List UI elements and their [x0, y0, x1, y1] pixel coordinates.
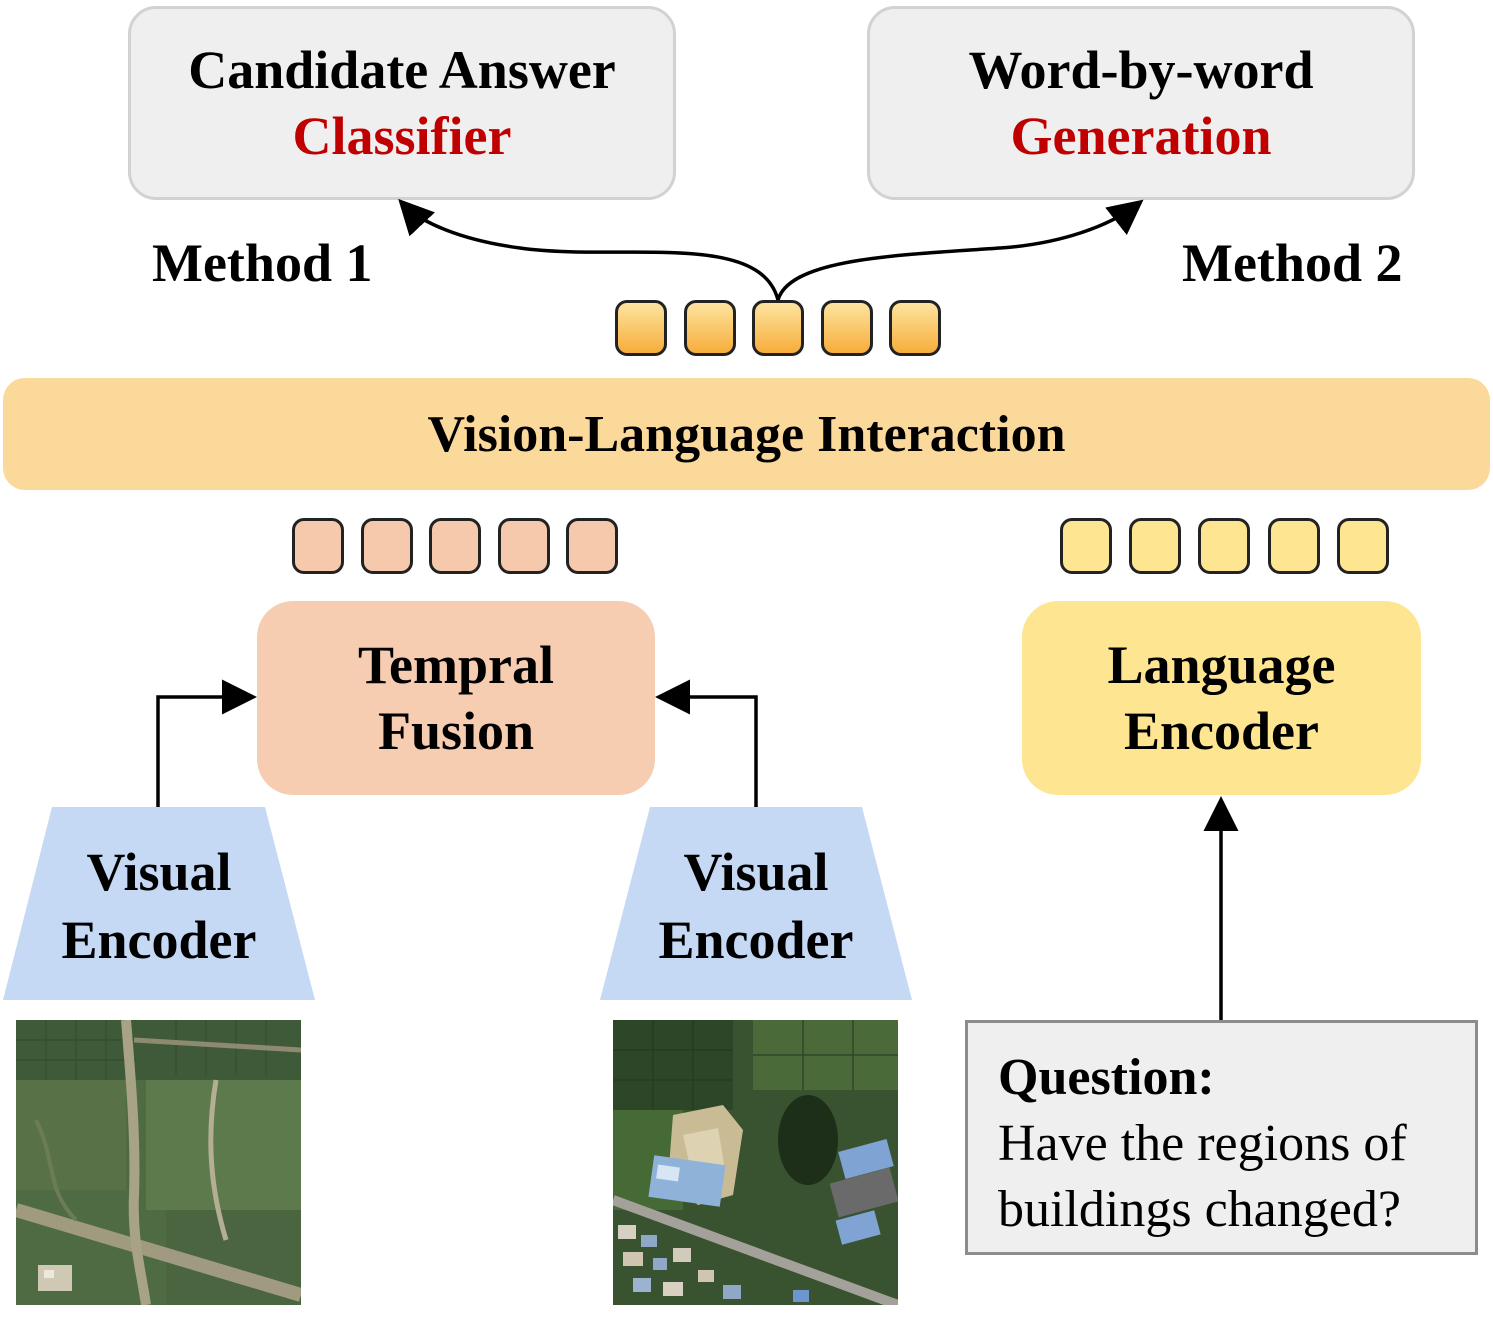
- temporal-fusion-box: Tempral Fusion: [257, 601, 655, 795]
- visual-encoder-left: Visual Encoder: [3, 838, 315, 974]
- generation-highlight: Generation: [1010, 106, 1272, 166]
- word-by-word-generation-box: Word-by-word Generation: [867, 6, 1415, 200]
- arrow-to-classifier: [398, 198, 780, 301]
- visual-encoder-right-line2: Encoder: [658, 910, 854, 970]
- arrow-to-generation: [776, 199, 1144, 301]
- satellite-image-before: [16, 1020, 301, 1305]
- satellite-image-after: [613, 1020, 898, 1305]
- candidate-answer-classifier-box: Candidate Answer Classifier: [128, 6, 676, 200]
- fusion-label-line2: Fusion: [377, 701, 535, 761]
- question-text-line1: Have the regions of: [998, 1115, 1407, 1172]
- language-token: [1060, 518, 1112, 574]
- language-encoder-label-line1: Language: [1107, 635, 1336, 695]
- generation-title: Word-by-word: [968, 40, 1314, 100]
- fusion-label-line1: Tempral: [357, 635, 554, 695]
- visual-encoder-left-line2: Encoder: [61, 910, 257, 970]
- classifier-highlight: Classifier: [292, 106, 512, 166]
- arrow-right-encoder-to-fusion: [655, 679, 758, 807]
- arrow-left-encoder-to-fusion: [156, 679, 257, 807]
- output-token: [821, 300, 873, 356]
- question-title: Question:: [998, 1049, 1215, 1106]
- method-1-label: Method 1: [152, 233, 373, 293]
- output-token: [889, 300, 941, 356]
- output-token: [684, 300, 736, 356]
- fusion-token: [498, 518, 550, 574]
- language-token: [1198, 518, 1250, 574]
- visual-encoder-right: Visual Encoder: [600, 838, 912, 974]
- fusion-token: [361, 518, 413, 574]
- interaction-label: Vision-Language Interaction: [427, 405, 1066, 463]
- question-box: Question: Have the regions of buildings …: [965, 1020, 1478, 1255]
- fusion-token: [429, 518, 481, 574]
- visual-encoder-right-line1: Visual: [683, 842, 829, 902]
- visual-encoder-left-line1: Visual: [86, 842, 232, 902]
- fusion-token: [292, 518, 344, 574]
- language-encoder-label-line2: Encoder: [1124, 701, 1319, 761]
- language-encoder-box: Language Encoder: [1022, 601, 1421, 795]
- fusion-token: [566, 518, 618, 574]
- classifier-title: Candidate Answer: [188, 40, 616, 100]
- visual-encoder-right-shape: [600, 807, 912, 1000]
- language-token: [1268, 518, 1320, 574]
- language-token: [1129, 518, 1181, 574]
- language-token: [1337, 518, 1389, 574]
- vision-language-interaction-bar: Vision-Language Interaction: [3, 378, 1490, 490]
- visual-encoder-left-shape: [3, 807, 315, 1000]
- method-2-label: Method 2: [1182, 233, 1403, 293]
- question-text-line2: buildings changed?: [998, 1181, 1401, 1238]
- output-token: [615, 300, 667, 356]
- output-token: [752, 300, 804, 356]
